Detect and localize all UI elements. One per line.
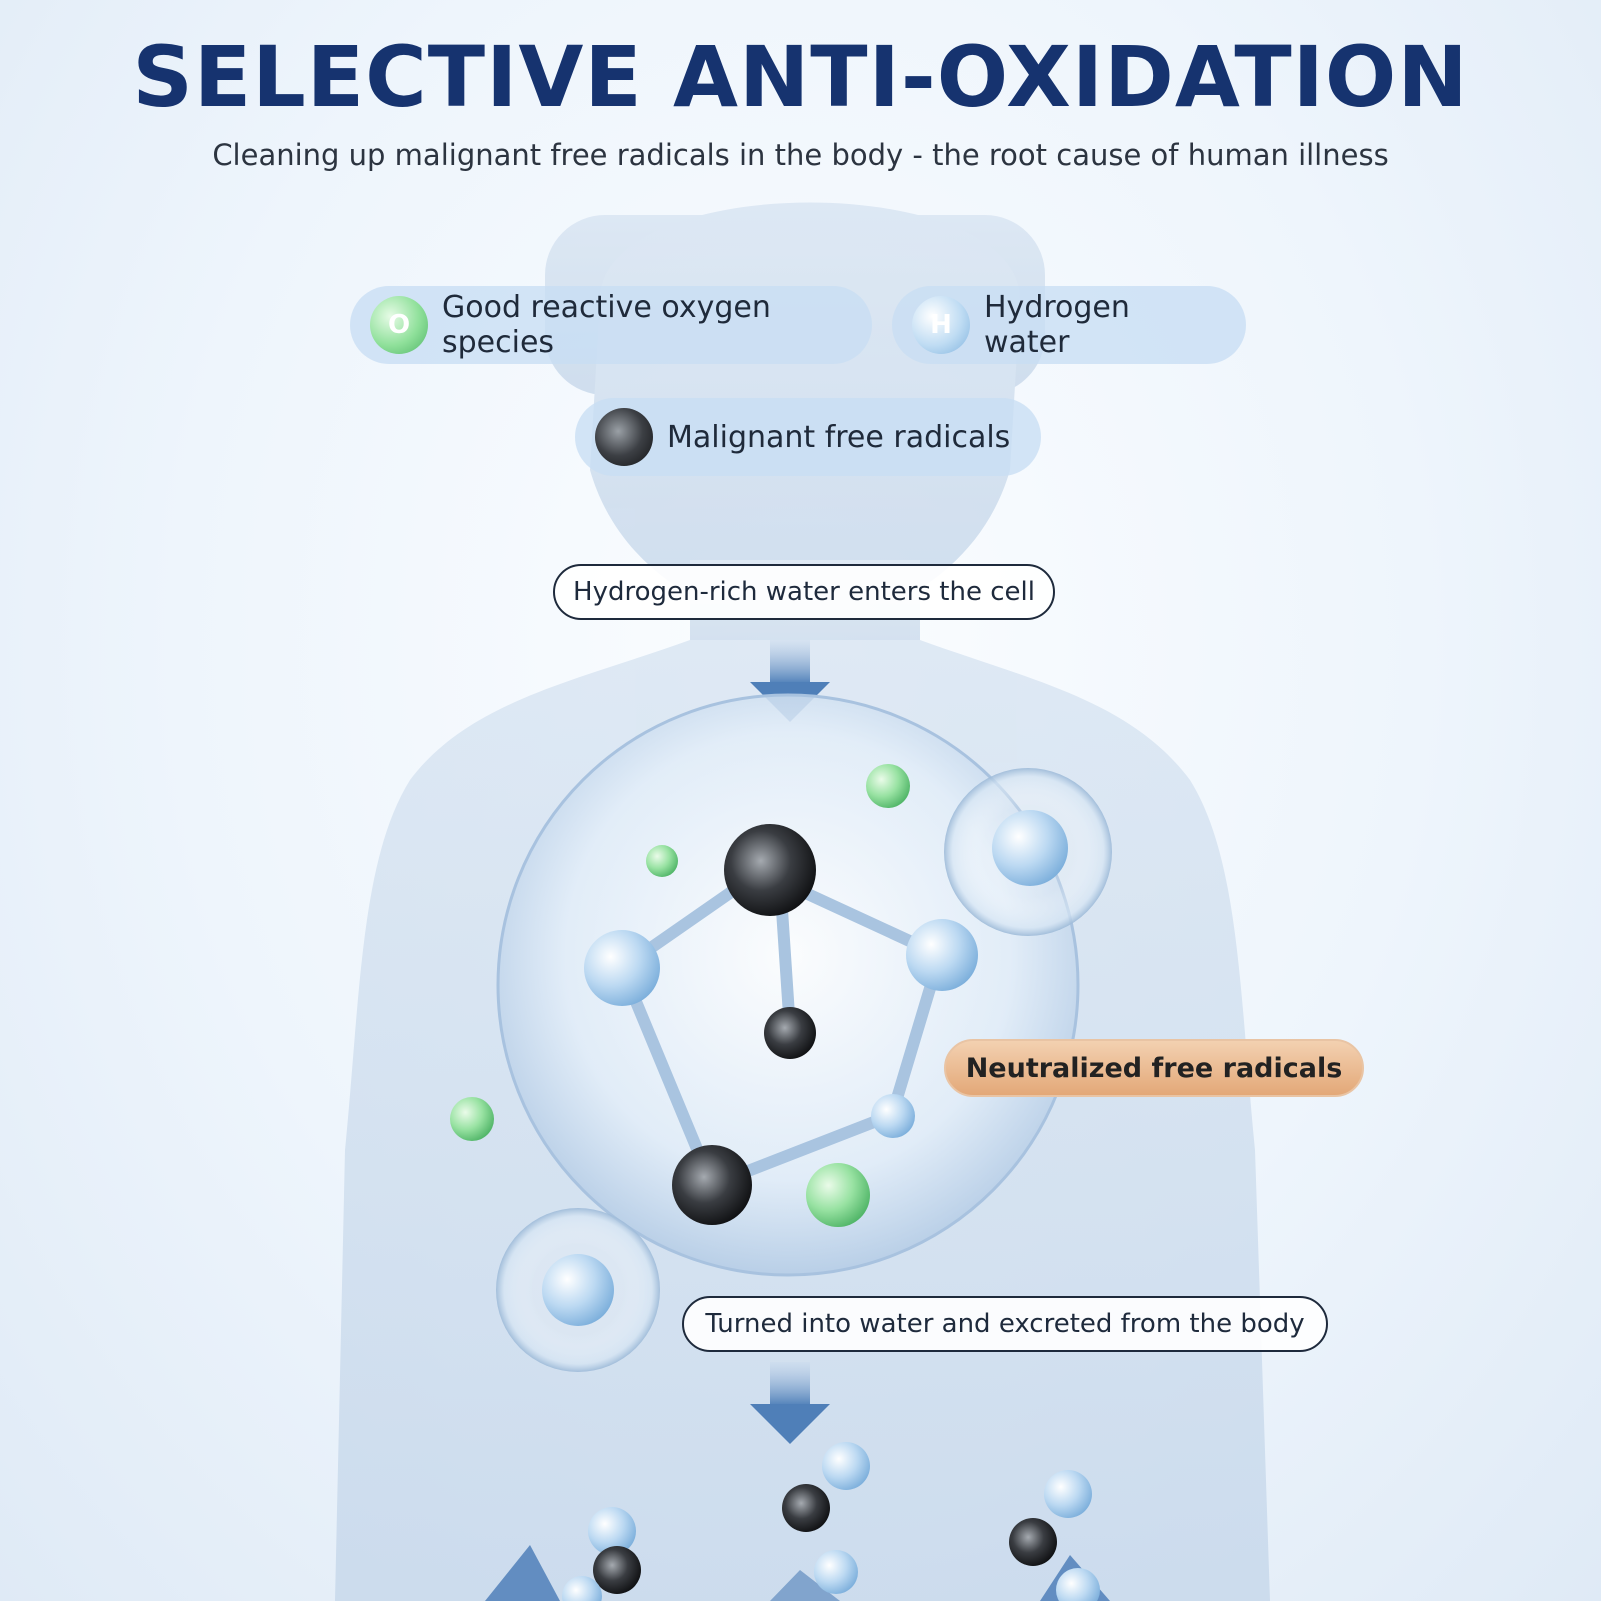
hydrogen-atom [906, 919, 978, 991]
oxygen-atom [866, 764, 910, 808]
oxygen-atom [646, 845, 678, 877]
legend-item-oxygen: O Good reactive oxygen species [350, 286, 872, 364]
radical-atom [1009, 1518, 1057, 1566]
legend-label: Malignant free radicals [667, 419, 1011, 455]
oxygen-ball-icon: O [370, 296, 428, 354]
hydrogen-atom [871, 1094, 915, 1138]
hydrogen-atom [992, 810, 1068, 886]
legend-item-radical: Malignant free radicals [575, 398, 1041, 476]
legend-label: Hydrogen water [984, 290, 1130, 360]
hydrogen-atom [588, 1507, 636, 1555]
radical-atom [724, 824, 816, 916]
legend-label: Good reactive oxygen species [442, 290, 771, 360]
hydrogen-atom [814, 1550, 858, 1594]
arrow-down-2-icon [750, 1362, 830, 1444]
step-excrete-label: Turned into water and excreted from the … [682, 1296, 1328, 1352]
step-enter-label: Hydrogen-rich water enters the cell [553, 564, 1055, 620]
radical-atom [764, 1007, 816, 1059]
hydrogen-atom [1056, 1568, 1100, 1601]
hydrogen-atom [822, 1442, 870, 1490]
arrow-down-left-icon [485, 1545, 560, 1601]
oxygen-atom [806, 1163, 870, 1227]
hydrogen-atom [542, 1254, 614, 1326]
hydrogen-ball-icon: H [912, 296, 970, 354]
hydrogen-atom [1044, 1470, 1092, 1518]
oxygen-atom [450, 1097, 494, 1141]
page-title: SELECTIVE ANTI-OXIDATION [132, 28, 1469, 126]
legend-item-hydrogen: H Hydrogen water [892, 286, 1246, 364]
hydrogen-atom [562, 1576, 602, 1601]
radical-atom [672, 1145, 752, 1225]
arrow-down-center-icon [770, 1570, 840, 1601]
free-radical-ball-icon [595, 408, 653, 466]
radical-atom [593, 1546, 641, 1594]
neutralized-badge: Neutralized free radicals [944, 1039, 1364, 1097]
hydrogen-atom [584, 930, 660, 1006]
radical-atom [782, 1484, 830, 1532]
page-subtitle: Cleaning up malignant free radicals in t… [212, 138, 1389, 172]
